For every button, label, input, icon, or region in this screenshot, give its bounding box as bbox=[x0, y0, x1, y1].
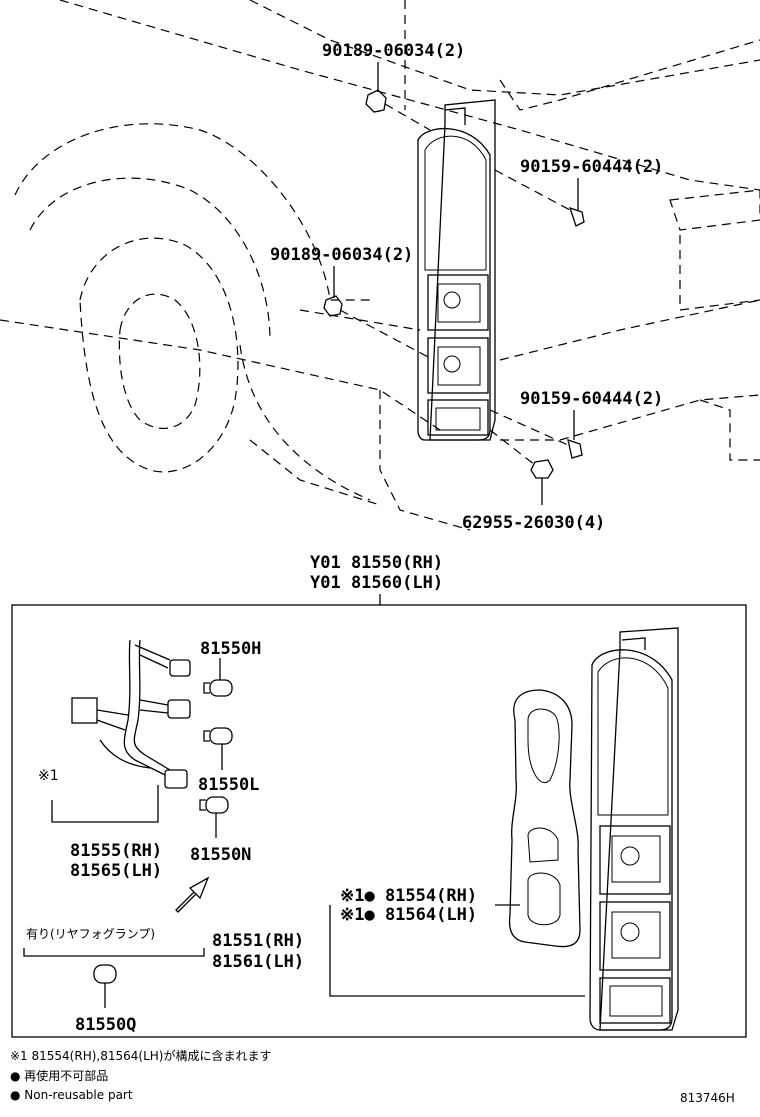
label-socket-lh: 81565(LH) bbox=[70, 861, 162, 881]
footer-note-1: ※1 81554(RH),81564(LH)が構成に含まれます bbox=[10, 1048, 271, 1063]
label-assembly-lh: Y01 81560(LH) bbox=[310, 573, 443, 593]
bulbs bbox=[93, 658, 233, 1008]
label-clip-upper: 90189-06034(2) bbox=[322, 41, 465, 61]
footer-note-2: ● 再使用不可部品 bbox=[10, 1068, 108, 1083]
label-bulb-q: 81550Q bbox=[75, 1015, 136, 1035]
label-bulb-h: 81550H bbox=[200, 639, 261, 659]
footer-note-3: ● Non-reusable part bbox=[10, 1088, 133, 1102]
label-lens-rh: 81551(RH) bbox=[212, 931, 304, 951]
label-nut: 62955-26030(4) bbox=[462, 513, 605, 533]
label-clip-lower: 90189-06034(2) bbox=[270, 245, 413, 265]
label-screw-lower: 90159-60444(2) bbox=[520, 389, 663, 409]
diagram-id: 813746H bbox=[680, 1091, 735, 1105]
hardware bbox=[323, 89, 585, 479]
assembly-box bbox=[11, 604, 747, 1038]
socket-bracket bbox=[51, 785, 159, 823]
label-lens-lh: 81561(LH) bbox=[212, 952, 304, 972]
label-gasket-rh: ※1● 81554(RH) bbox=[340, 886, 477, 906]
label-ref-mark: ※1 bbox=[38, 768, 59, 784]
arrow-icon bbox=[175, 876, 210, 913]
label-screw-upper: 90159-60444(2) bbox=[520, 157, 663, 177]
label-socket-rh: 81555(RH) bbox=[70, 841, 162, 861]
label-gasket-lh: ※1● 81564(LH) bbox=[340, 905, 477, 925]
socket-harness bbox=[71, 639, 191, 789]
tail-lamp-top bbox=[417, 99, 496, 441]
label-bulb-n: 81550N bbox=[190, 845, 251, 865]
label-assembly-rh: Y01 81550(RH) bbox=[310, 553, 443, 573]
label-fog-option: 有り(リヤフォグランプ) bbox=[26, 927, 155, 941]
lens-leader bbox=[329, 905, 585, 997]
vehicle-body bbox=[0, 0, 760, 531]
fog-bracket bbox=[23, 948, 205, 957]
top-leaders bbox=[333, 62, 579, 505]
label-bulb-l: 81550L bbox=[198, 775, 259, 795]
gasket bbox=[508, 689, 581, 948]
tail-lamp-box bbox=[589, 627, 679, 1031]
